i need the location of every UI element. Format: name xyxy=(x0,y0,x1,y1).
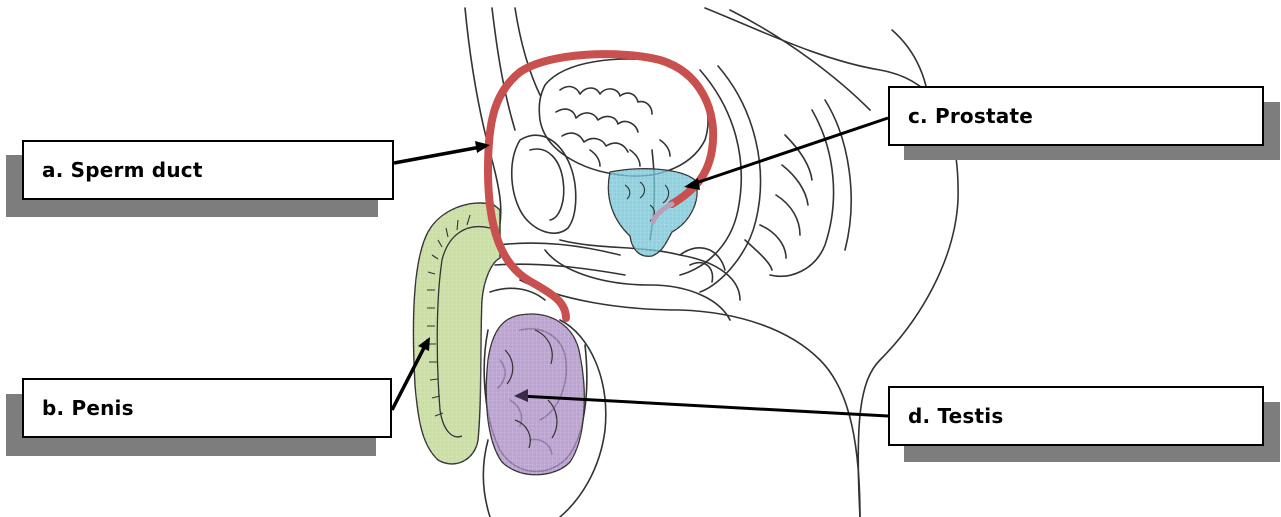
label-prostate: c. Prostate xyxy=(888,86,1264,146)
label-sperm-duct: a. Sperm duct xyxy=(22,140,394,200)
label-penis: b. Penis xyxy=(22,378,392,438)
prostate-structure xyxy=(608,169,697,257)
label-testis-text: d. Testis xyxy=(908,404,1003,428)
pointer-prostate xyxy=(690,118,888,185)
pointer-sperm-duct xyxy=(394,146,486,163)
label-sperm-duct-text: a. Sperm duct xyxy=(42,158,203,182)
label-prostate-text: c. Prostate xyxy=(908,104,1033,128)
testis-structure xyxy=(486,314,584,475)
label-testis: d. Testis xyxy=(888,386,1264,446)
label-penis-text: b. Penis xyxy=(42,396,134,420)
